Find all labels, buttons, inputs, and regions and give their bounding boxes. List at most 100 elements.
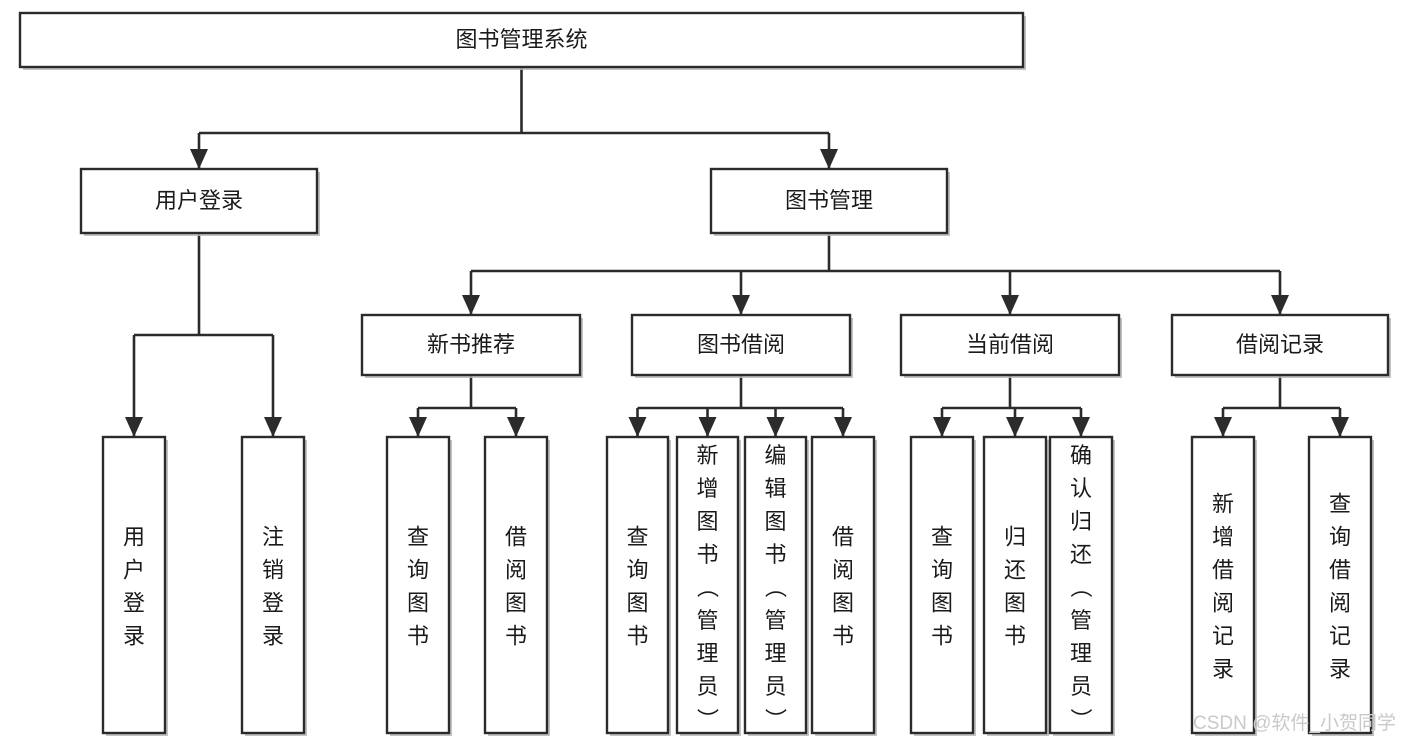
node-label-char: 图 bbox=[696, 509, 718, 534]
node-label-char: （ bbox=[695, 576, 720, 598]
node-rect[interactable] bbox=[909, 435, 975, 735]
node-label-char: 图 bbox=[626, 591, 648, 616]
node-label-char: 还 bbox=[1070, 542, 1092, 567]
node-borrow-record[interactable]: 借阅记录 bbox=[1170, 313, 1391, 378]
node-label-char: 查 bbox=[931, 525, 953, 550]
arrow-head bbox=[1214, 417, 1232, 437]
node-rect[interactable] bbox=[743, 435, 808, 735]
node-label-char: 书 bbox=[931, 624, 953, 649]
node-rect[interactable] bbox=[675, 435, 740, 735]
node-label-char: 录 bbox=[1212, 657, 1234, 682]
node-label-char: 员 bbox=[1070, 674, 1092, 699]
node-rect[interactable] bbox=[1048, 435, 1114, 735]
node-layer: 图书管理系统用户登录图书管理新书推荐图书借阅当前借阅借阅记录用户登录注销登录查询… bbox=[18, 11, 1391, 736]
node-rect[interactable] bbox=[605, 435, 670, 735]
node-rect[interactable] bbox=[385, 435, 451, 735]
node-rect[interactable] bbox=[240, 435, 306, 735]
node-rect[interactable] bbox=[630, 313, 852, 377]
node-label-char: 图 bbox=[764, 509, 786, 534]
arrow-head bbox=[190, 149, 208, 169]
node-label: 借阅记录 bbox=[1236, 332, 1324, 357]
arrow-head bbox=[125, 417, 143, 437]
node-current-borrow[interactable]: 当前借阅 bbox=[899, 313, 1122, 378]
node-label-char: 询 bbox=[931, 558, 953, 583]
node-rect[interactable] bbox=[101, 435, 167, 735]
arrow-head bbox=[1072, 417, 1090, 437]
node-label-char: 认 bbox=[1070, 476, 1092, 501]
connector-borrow-to-leaves bbox=[628, 375, 852, 437]
node-label-char: 新 bbox=[1212, 492, 1234, 517]
node-label-char: 借 bbox=[1212, 558, 1234, 583]
node-rect[interactable] bbox=[982, 435, 1048, 735]
node-label-char: 书 bbox=[832, 624, 854, 649]
node-label-char: 管 bbox=[696, 608, 718, 633]
node-label-char: 询 bbox=[407, 558, 429, 583]
arrow-head bbox=[409, 417, 427, 437]
node-rect[interactable] bbox=[18, 11, 1025, 69]
node-label-char: 阅 bbox=[505, 558, 527, 583]
node-label-char: 阅 bbox=[832, 558, 854, 583]
node-rect[interactable] bbox=[79, 167, 319, 235]
node-label-char: 确 bbox=[1070, 443, 1092, 468]
node-rect[interactable] bbox=[1170, 313, 1390, 377]
node-rect[interactable] bbox=[709, 167, 949, 235]
arrow-head bbox=[1271, 295, 1289, 315]
node-label-char: 图 bbox=[505, 591, 527, 616]
connector-user-login-to-leaves bbox=[125, 233, 282, 437]
node-label-char: 注 bbox=[262, 525, 284, 550]
node-label-char: 书 bbox=[1004, 624, 1026, 649]
node-label-char: 员 bbox=[764, 674, 786, 699]
node-label-char: 书 bbox=[505, 624, 527, 649]
node-label-char: 新 bbox=[696, 443, 718, 468]
connector-root-to-level2 bbox=[190, 67, 838, 169]
node-user-login[interactable]: 用户登录 bbox=[79, 167, 320, 236]
node-rect[interactable] bbox=[810, 435, 876, 735]
node-label-char: ） bbox=[1068, 708, 1093, 730]
node-label-char: （ bbox=[1068, 576, 1093, 598]
node-label-char: 查 bbox=[626, 525, 648, 550]
node-label-char: 归 bbox=[1070, 509, 1092, 534]
node-label-char: 借 bbox=[1329, 558, 1351, 583]
node-rect[interactable] bbox=[483, 435, 549, 735]
arrow-head bbox=[732, 295, 750, 315]
node-label-char: 辑 bbox=[764, 476, 786, 501]
node-leaf-user-login[interactable]: 用户登录 bbox=[101, 435, 168, 736]
node-label-char: 书 bbox=[407, 624, 429, 649]
node-label-char: 归 bbox=[1004, 525, 1026, 550]
node-new-book-recommend[interactable]: 新书推荐 bbox=[360, 313, 583, 378]
csdn-watermark: CSDN @软件_小贺同学 bbox=[1193, 712, 1396, 734]
node-label-char: 登 bbox=[123, 591, 145, 616]
node-label-char: 管 bbox=[764, 608, 786, 633]
node-rect[interactable] bbox=[1307, 435, 1373, 735]
arrow-head bbox=[264, 417, 282, 437]
node-label-char: ） bbox=[695, 708, 720, 730]
node-rect[interactable] bbox=[899, 313, 1121, 377]
node-label-char: 图 bbox=[931, 591, 953, 616]
node-root[interactable]: 图书管理系统 bbox=[18, 11, 1026, 70]
arrow-head bbox=[507, 417, 525, 437]
node-label-char: 销 bbox=[262, 558, 284, 583]
node-label-char: 录 bbox=[1329, 657, 1351, 682]
node-book-borrow[interactable]: 图书借阅 bbox=[630, 313, 853, 378]
node-label: 图书借阅 bbox=[697, 332, 785, 357]
node-rect[interactable] bbox=[1190, 435, 1256, 735]
node-rect[interactable] bbox=[360, 313, 582, 377]
node-label: 图书管理系统 bbox=[455, 27, 587, 52]
node-label-char: 询 bbox=[626, 558, 648, 583]
node-book-manage[interactable]: 图书管理 bbox=[709, 167, 950, 236]
node-label-char: 借 bbox=[832, 525, 854, 550]
connector-record-to-leaves bbox=[1214, 375, 1349, 437]
